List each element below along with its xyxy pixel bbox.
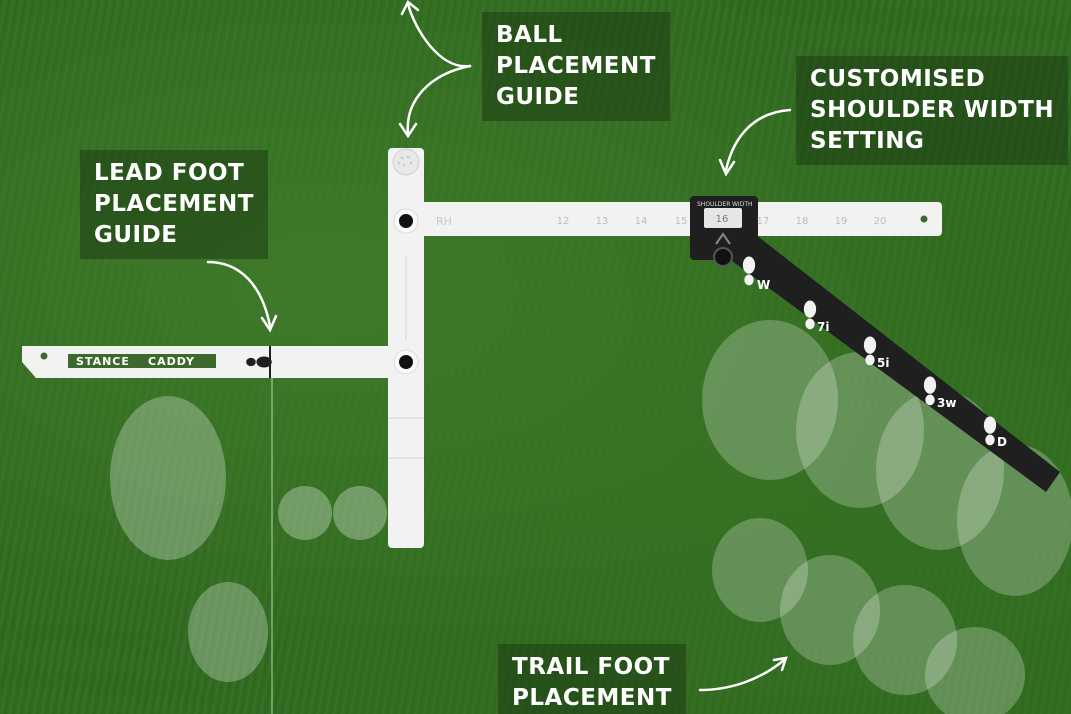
scale-label: 18 — [796, 216, 809, 227]
scale-label: 14 — [635, 216, 648, 227]
scale-label: 16 — [716, 214, 729, 225]
shoulder-width-arm[interactable] — [690, 224, 1060, 492]
golf-ball-icon — [392, 148, 420, 176]
svg-text:CADDY: CADDY — [148, 355, 195, 368]
rh-label: RH — [436, 215, 452, 228]
arrow-icon — [698, 656, 788, 692]
scale-label: 15 — [675, 216, 688, 227]
footprint-icon — [246, 356, 272, 368]
brand-logo: STANCE CADDY — [68, 354, 216, 368]
lead-foot-callout: LEAD FOOT PLACEMENT GUIDE — [80, 150, 268, 259]
club-marker: W — [757, 278, 770, 292]
shoulder-width-slider[interactable] — [690, 196, 758, 267]
scale-label: 19 — [835, 216, 848, 227]
arrow-icon — [398, 0, 472, 139]
shoulder-width-callout: CUSTOMISED SHOULDER WIDTH SETTING — [796, 56, 1069, 165]
club-marker: D — [997, 435, 1007, 449]
scale-label: 17 — [757, 216, 770, 227]
svg-text:STANCE: STANCE — [76, 355, 130, 368]
scale-label: 13 — [596, 216, 609, 227]
club-marker: 3w — [937, 396, 956, 410]
scale-label: 12 — [557, 216, 570, 227]
pivot-knob-icon[interactable] — [393, 349, 419, 375]
lead-foot-ghost — [110, 396, 268, 682]
golf-ball-ghost — [278, 486, 387, 540]
scale-label: 20 — [874, 216, 887, 227]
club-marker: 7i — [817, 320, 829, 334]
shoulder-ruler — [388, 202, 942, 236]
slider-label-shoulder: SHOULDER — [697, 201, 730, 208]
trail-foot-callout: TRAIL FOOT PLACEMENT — [498, 644, 686, 714]
arrow-icon — [718, 108, 792, 177]
slider-label-width: WIDTH — [732, 201, 753, 208]
arrow-icon — [206, 260, 278, 333]
trail-foot-ghost — [702, 320, 1071, 714]
ball-placement-callout: BALL PLACEMENT GUIDE — [482, 12, 670, 121]
club-marker: 5i — [877, 356, 889, 370]
pivot-knob-icon[interactable] — [393, 208, 419, 234]
